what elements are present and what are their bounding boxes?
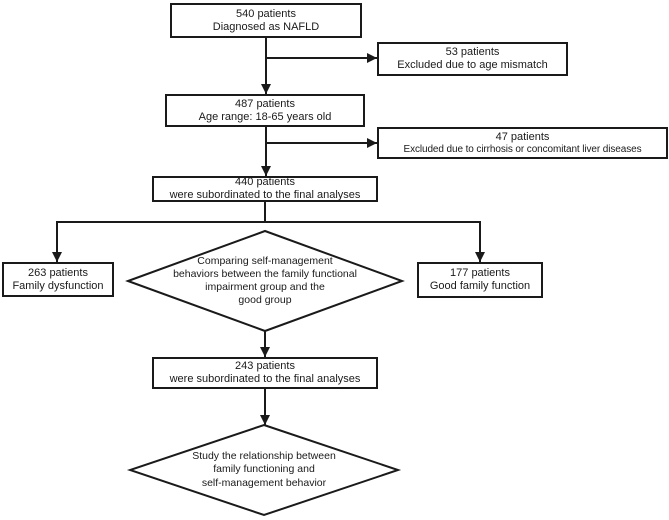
node-540-patients: 540 patients Diagnosed as NAFLD bbox=[170, 3, 362, 38]
node-243-final-analyses: 243 patients were subordinated to the fi… bbox=[152, 357, 378, 389]
node-487-line2: Age range: 18-65 years old bbox=[198, 110, 332, 123]
node-540-line2: Diagnosed as NAFLD bbox=[212, 20, 320, 33]
node-243-line1: 243 patients bbox=[235, 360, 295, 373]
node-440-line1: 440 patients bbox=[235, 176, 295, 189]
node-487-line1: 487 patients bbox=[235, 97, 295, 110]
node-263-line1: 263 patients bbox=[28, 266, 88, 279]
node-53-line1: 53 patients bbox=[445, 46, 500, 59]
node-53-excluded-age: 53 patients Excluded due to age mismatch bbox=[377, 42, 568, 76]
node-53-line2: Excluded due to age mismatch bbox=[397, 59, 548, 71]
decision-study-diamond bbox=[126, 423, 402, 517]
node-177-line2: Good family function bbox=[429, 280, 531, 292]
node-440-final-analyses: 440 patients were subordinated to the fi… bbox=[152, 176, 378, 202]
decision-compare-diamond bbox=[125, 229, 405, 333]
node-243-line2: were subordinated to the final analyses bbox=[169, 373, 361, 385]
node-47-line2: Excluded due to cirrhosis or concomitant… bbox=[403, 143, 642, 155]
node-440-line2: were subordinated to the final analyses bbox=[169, 189, 361, 201]
node-47-line1: 47 patients bbox=[495, 130, 550, 143]
node-177-line1: 177 patients bbox=[450, 267, 510, 280]
node-263-family-dysfunction: 263 patients Family dysfunction bbox=[2, 262, 114, 297]
node-177-good-family-function: 177 patients Good family function bbox=[417, 262, 543, 298]
node-487-patients: 487 patients Age range: 18-65 years old bbox=[165, 94, 365, 127]
node-263-line2: Family dysfunction bbox=[12, 279, 104, 292]
node-540-line1: 540 patients bbox=[236, 7, 296, 20]
node-47-excluded-liver: 47 patients Excluded due to cirrhosis or… bbox=[377, 127, 668, 159]
